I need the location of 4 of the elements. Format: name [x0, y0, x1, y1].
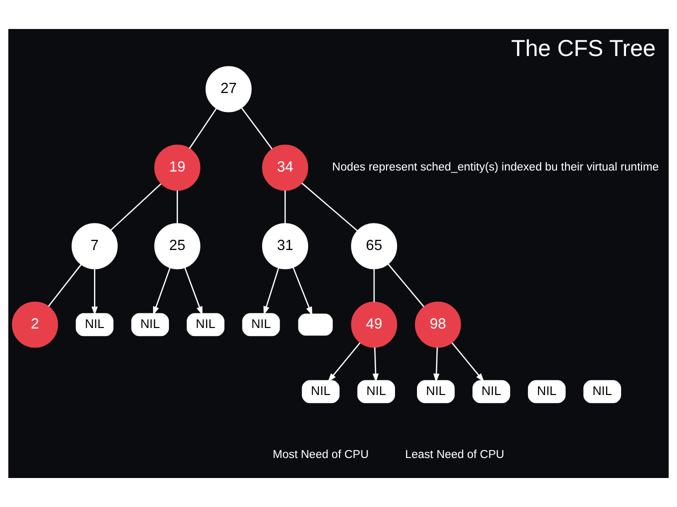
- label: Nodes represent sched_entity(s) indexed bu their virtual runtime: [332, 162, 659, 174]
- label: Least Need of CPU: [405, 448, 504, 461]
- label: Most Need of CPU: [272, 448, 369, 461]
- diagram-title: The CFS Tree: [511, 34, 656, 61]
